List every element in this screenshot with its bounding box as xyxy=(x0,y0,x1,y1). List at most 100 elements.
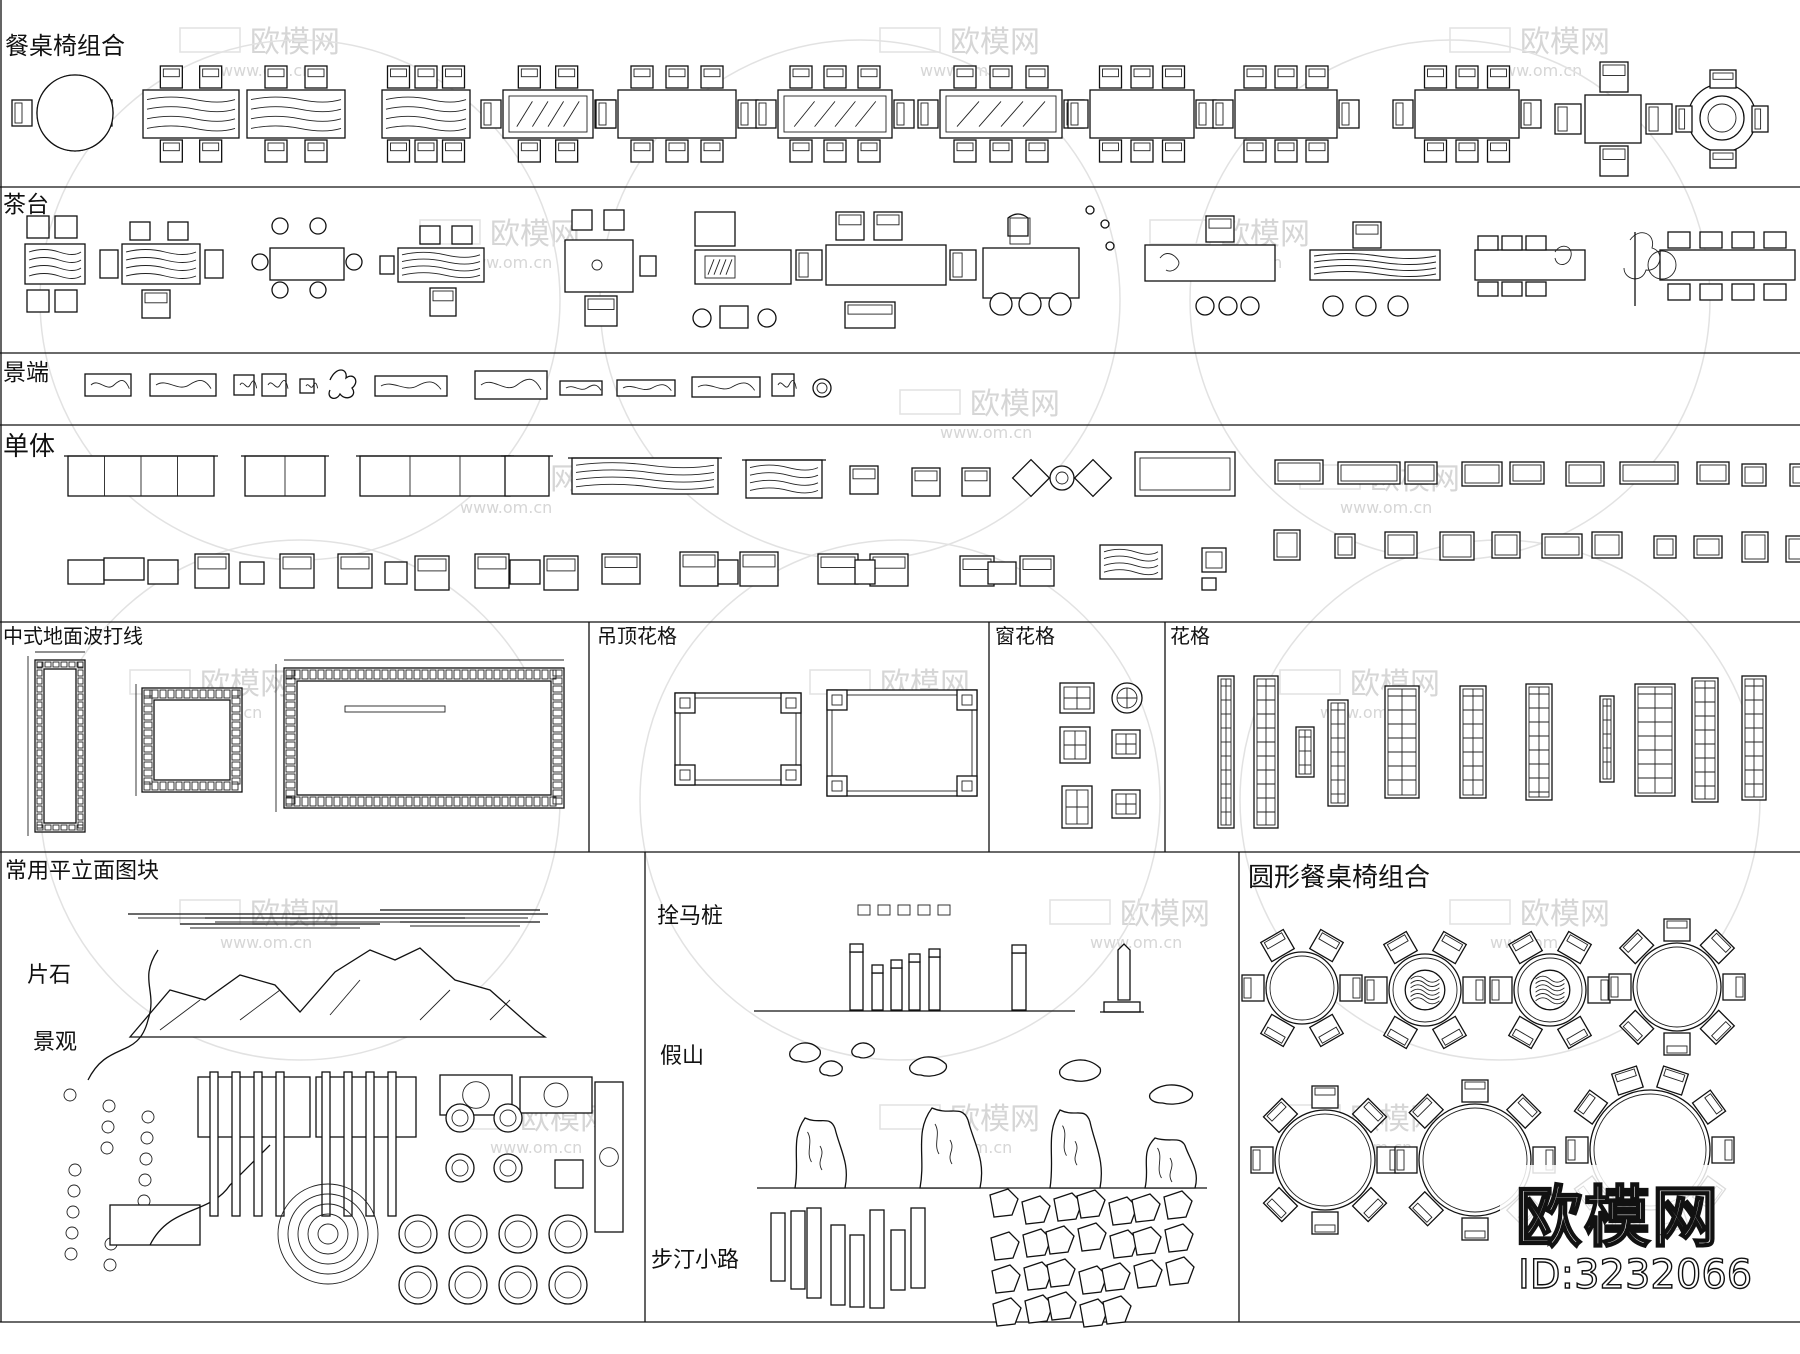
single-small-block xyxy=(1337,461,1401,485)
window-lattice-panel xyxy=(1111,682,1143,714)
round-dining-chair xyxy=(1587,976,1611,1004)
stepping-stone xyxy=(1053,1192,1083,1222)
stepping-stone xyxy=(1047,1291,1077,1321)
single-stool-block xyxy=(1693,535,1723,559)
round-dining-chair xyxy=(1339,974,1363,1002)
single-chair xyxy=(1019,555,1055,587)
rockery-stone xyxy=(1058,1059,1102,1082)
hitching-post xyxy=(849,943,864,1011)
single-side-table xyxy=(384,561,408,585)
stepping-stone xyxy=(1101,1262,1131,1292)
dining-set-round-2 xyxy=(11,74,114,152)
rockery-peak xyxy=(794,1117,847,1189)
common-elevation-blocks xyxy=(63,909,624,1305)
single-item-blocks xyxy=(64,451,1800,591)
single-small-block xyxy=(1789,463,1800,487)
round-dining-chair xyxy=(1608,973,1632,1001)
single-stand xyxy=(854,559,876,585)
svg-text:www.om.cn: www.om.cn xyxy=(940,423,1032,442)
round-dining-chair xyxy=(1489,976,1513,1004)
vignette-block xyxy=(84,373,132,397)
round-dining-chair xyxy=(1382,930,1419,965)
single-armchair xyxy=(911,467,941,497)
dining-set-rect xyxy=(1392,65,1542,163)
round-dining-set xyxy=(1364,930,1486,1050)
stepping-plank xyxy=(869,1209,885,1309)
stepping-stone xyxy=(1023,1261,1053,1291)
section-title-common-blocks: 常用平立面图块 xyxy=(5,859,159,884)
svg-text:www.om.cn: www.om.cn xyxy=(220,933,312,952)
round-dining-chair xyxy=(1711,1136,1735,1164)
round-dining-chair xyxy=(1618,928,1655,965)
rockery-peak xyxy=(1144,1137,1197,1189)
single-stool-block xyxy=(1273,529,1301,561)
ceiling-lattice-blocks xyxy=(674,689,978,797)
lattice-panel xyxy=(1327,699,1349,807)
vignette-block xyxy=(691,376,761,398)
window-lattice-panel xyxy=(1059,682,1095,714)
round-dining-chair xyxy=(1241,974,1265,1002)
round-dining-chair xyxy=(1259,1013,1296,1048)
round-dining-set xyxy=(1489,930,1611,1050)
stepping-plank xyxy=(910,1207,926,1289)
stepping-plank xyxy=(790,1210,806,1290)
single-chair xyxy=(869,553,909,587)
pergola xyxy=(197,1071,417,1217)
stepping-path-blocks xyxy=(770,1188,1195,1328)
single-stand xyxy=(987,561,1017,585)
lattice-panel xyxy=(1295,726,1315,778)
vignette-block xyxy=(616,379,676,397)
rockery-stone xyxy=(851,1042,875,1059)
stepping-stone xyxy=(1045,1225,1075,1255)
tea-set-11 xyxy=(1474,235,1586,297)
stepping-stone xyxy=(1078,1265,1108,1295)
tea-set-4 xyxy=(379,225,485,317)
stepping-stone xyxy=(1022,1228,1052,1258)
single-console xyxy=(103,557,145,581)
vignette-block xyxy=(474,370,548,400)
lattice-panel-blocks xyxy=(1217,675,1767,829)
section-title-vignettes: 景端 xyxy=(3,360,49,386)
stepping-stone xyxy=(1163,1190,1193,1220)
single-sideboard xyxy=(568,457,722,495)
tea-set-6 xyxy=(692,211,792,329)
vignette-block xyxy=(559,380,603,396)
svg-text:欧模网: 欧模网 xyxy=(1520,25,1610,60)
hitching-post xyxy=(908,953,921,1011)
stepping-stone xyxy=(992,1297,1022,1327)
single-chair xyxy=(679,551,719,587)
sheet-grid-lines xyxy=(0,0,1800,1323)
single-side-table-set xyxy=(1011,458,1113,498)
round-dining-chair xyxy=(1364,976,1388,1004)
single-sideboard xyxy=(356,455,514,497)
dining-set-rect xyxy=(1212,65,1360,163)
rockery-blocks xyxy=(757,1042,1207,1189)
round-dining-chair xyxy=(1259,928,1296,963)
label-rockery: 假山 xyxy=(660,1044,704,1069)
stepping-stone xyxy=(1164,1223,1194,1253)
single-stool-block xyxy=(1334,533,1356,559)
floor-border-wide xyxy=(275,659,565,812)
window-lattice-panel xyxy=(1059,726,1091,764)
brand-id-text: ID:3232066 xyxy=(1518,1252,1752,1298)
stepping-stone xyxy=(1131,1193,1161,1223)
single-sideboard xyxy=(64,455,218,497)
round-dining-chair xyxy=(1462,976,1486,1004)
label-hitching-post: 拴马桩 xyxy=(657,904,723,929)
vignette-blocks xyxy=(84,369,832,400)
tea-set-2 xyxy=(99,221,224,319)
section-title-single-items: 单体 xyxy=(3,432,55,462)
floor-border-tall xyxy=(27,651,86,836)
planter-boxes xyxy=(439,1074,624,1233)
single-armchair xyxy=(849,465,879,495)
round-dining-chair xyxy=(1610,1065,1645,1096)
stepping-stone xyxy=(1024,1294,1054,1324)
stepping-stone xyxy=(1108,1196,1138,1226)
single-small-block xyxy=(1404,461,1438,485)
single-stand xyxy=(717,559,739,585)
hitching-post xyxy=(1011,944,1027,1011)
ceiling-lattice-1 xyxy=(674,692,802,786)
round-dining-chair xyxy=(1655,1065,1690,1096)
round-dining-chair xyxy=(1691,1089,1727,1125)
